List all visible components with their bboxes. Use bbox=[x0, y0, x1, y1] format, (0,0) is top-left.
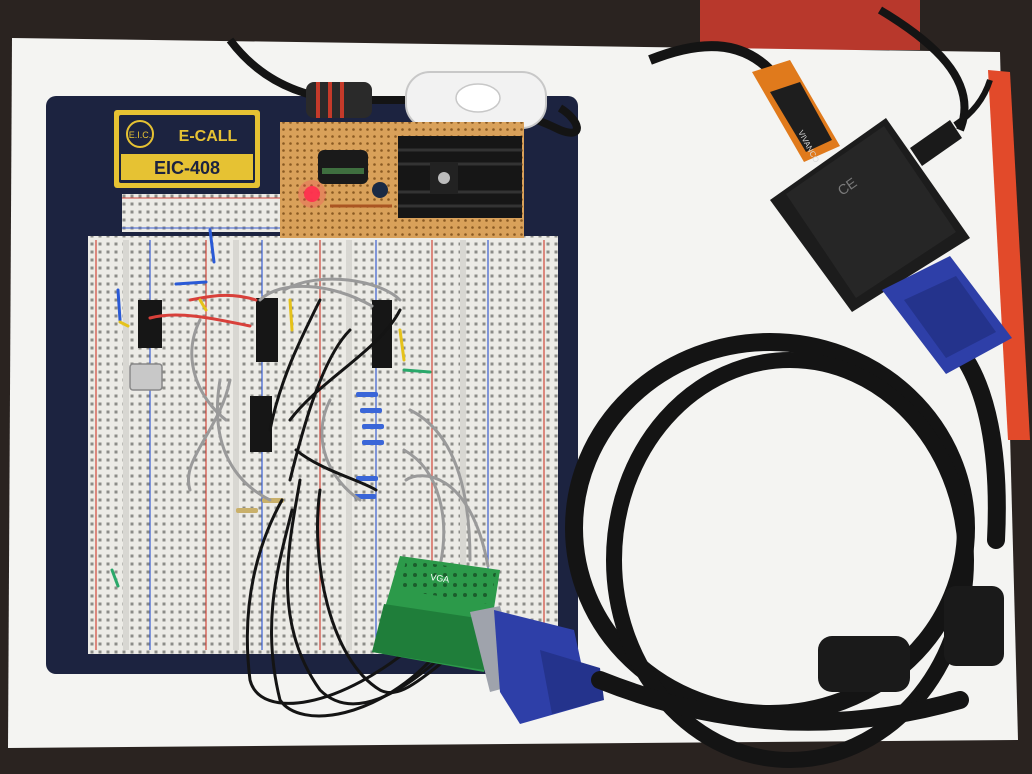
breadboard-logo: E.I.C. E-CALL EIC-408 bbox=[114, 110, 260, 188]
ferrite-bead-top bbox=[306, 82, 372, 118]
model-number: EIC-408 bbox=[154, 158, 220, 178]
ic-chips bbox=[138, 298, 392, 452]
inline-switch bbox=[405, 71, 547, 129]
vga-plug-bottom bbox=[470, 606, 604, 724]
breadboard-rails bbox=[95, 240, 545, 650]
terminal-block-label: VGA bbox=[430, 572, 450, 585]
paper-right-edge bbox=[988, 70, 1030, 440]
table-top-right bbox=[700, 0, 920, 50]
brand-initials: E.I.C. bbox=[129, 130, 152, 140]
heatsink bbox=[398, 136, 522, 218]
hdmi-to-vga-adapter: CE bbox=[770, 118, 970, 312]
crystal-oscillator bbox=[129, 363, 163, 391]
vga-terminal-block: VGA bbox=[372, 556, 500, 672]
small-capacitor bbox=[372, 182, 388, 198]
vga-plug-top bbox=[882, 256, 1012, 374]
capacitor bbox=[318, 150, 368, 184]
resistors bbox=[236, 392, 384, 513]
hdmi-plug: VIVANCO bbox=[752, 60, 840, 164]
jumper-wires bbox=[110, 228, 490, 718]
brand-name: E-CALL bbox=[179, 128, 238, 145]
ferrite-bead-cable bbox=[818, 586, 1004, 692]
breadboard-top-strip bbox=[122, 194, 282, 232]
usb-cable-end bbox=[910, 120, 962, 166]
hdmi-cable bbox=[648, 41, 774, 74]
red-led bbox=[304, 186, 320, 202]
